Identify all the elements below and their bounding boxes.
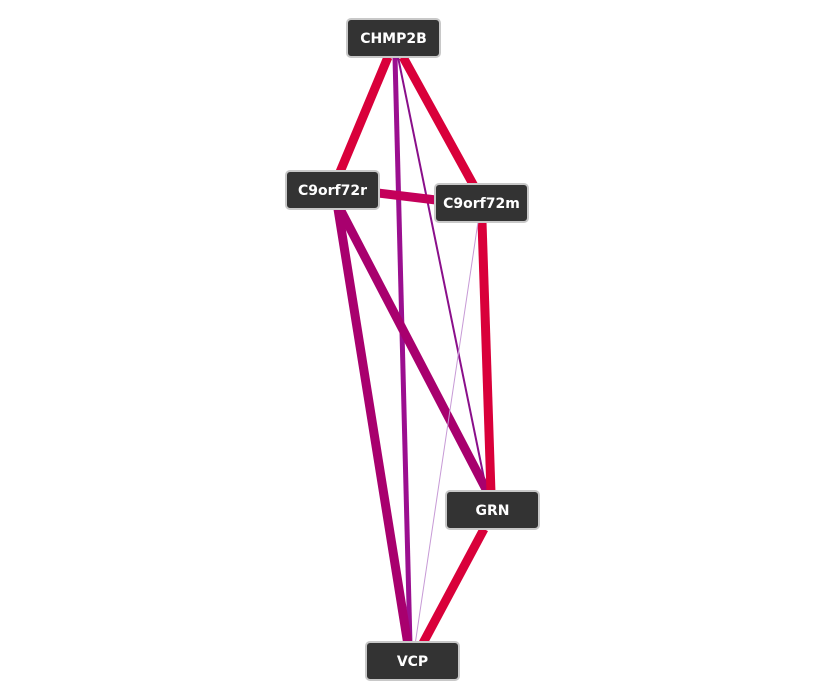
node-label: VCP xyxy=(397,654,428,670)
node-grn[interactable]: GRN xyxy=(445,490,540,530)
node-label: C9orf72r xyxy=(298,183,367,199)
edge-c9orf72m-grn[interactable] xyxy=(477,221,496,494)
node-box xyxy=(445,490,540,530)
edge-c9orf72r-grn[interactable] xyxy=(336,206,492,496)
node-box xyxy=(365,641,460,681)
node-label: GRN xyxy=(476,503,510,519)
edge-chmp2b-vcp[interactable] xyxy=(392,56,413,646)
node-box xyxy=(346,18,441,58)
node-c9orf72m[interactable]: C9orf72m xyxy=(434,183,529,223)
node-box xyxy=(434,183,529,223)
edge-c9orf72r-vcp[interactable] xyxy=(333,208,413,646)
node-label: C9orf72m xyxy=(443,196,520,212)
node-vcp[interactable]: VCP xyxy=(365,641,460,681)
edge-chmp2b-grn[interactable] xyxy=(397,56,488,494)
edge-grn-vcp[interactable] xyxy=(418,526,488,648)
node-box xyxy=(285,170,380,210)
edge-layer xyxy=(333,54,496,648)
edge-c9orf72m-vcp[interactable] xyxy=(414,221,479,646)
node-c9orf72r[interactable]: C9orf72r xyxy=(285,170,380,210)
edge-chmp2b-c9orf72r[interactable] xyxy=(335,55,393,174)
edge-c9orf72r-c9orf72m[interactable] xyxy=(377,188,437,205)
edge-chmp2b-c9orf72m[interactable] xyxy=(399,54,478,189)
node-chmp2b[interactable]: CHMP2B xyxy=(346,18,441,58)
node-label: CHMP2B xyxy=(360,31,427,47)
